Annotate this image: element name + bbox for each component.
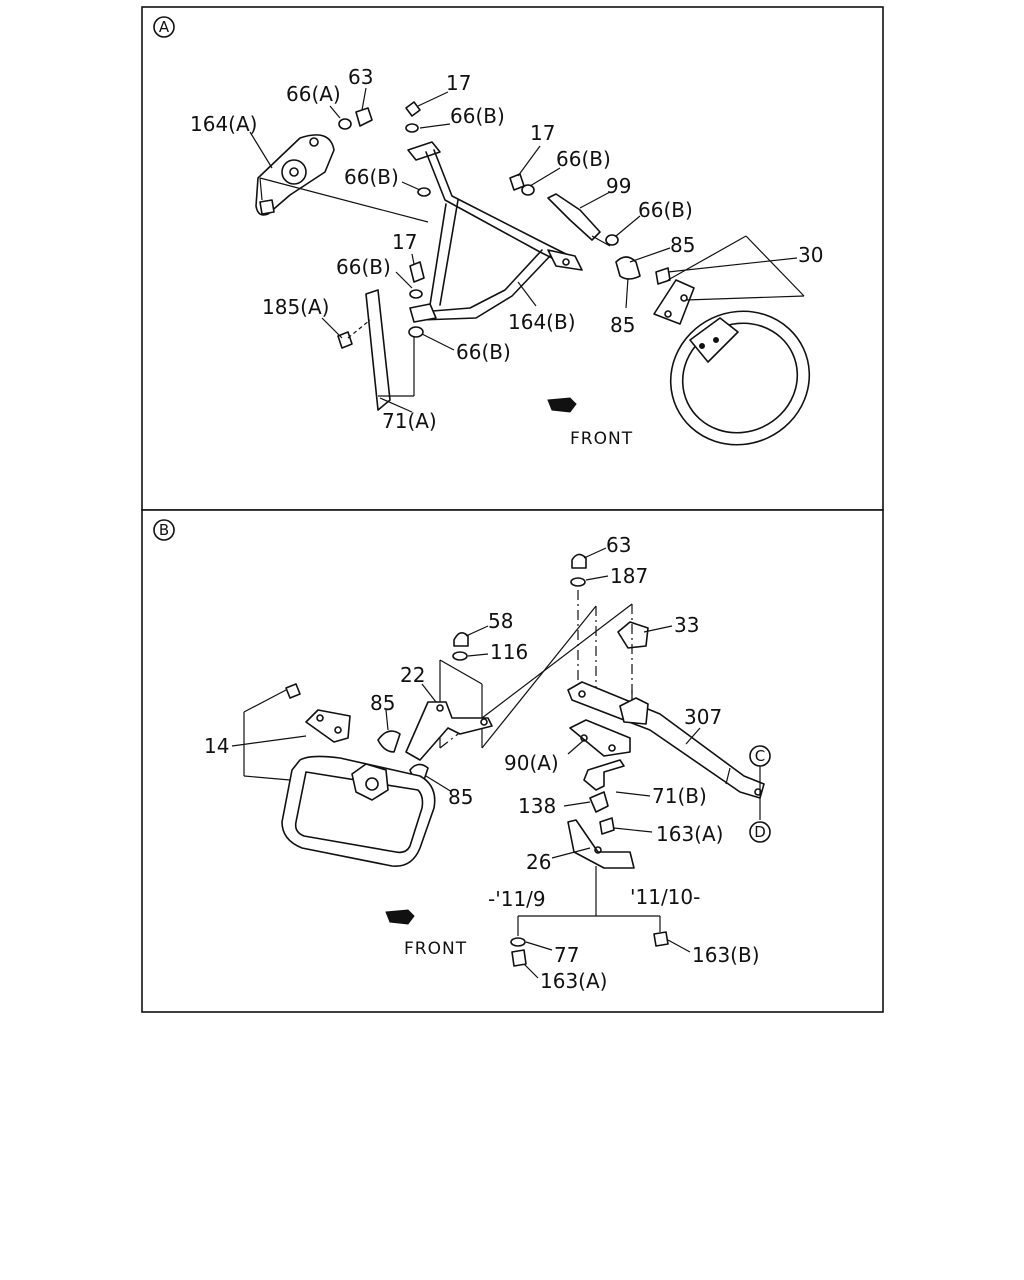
marker-c: C [755,747,765,765]
washer-66b-2 [521,184,535,196]
mirror-bracket [653,279,695,325]
label-30: 30 [798,243,823,267]
front-arrow-icon-a [547,397,577,413]
label-99: 99 [606,174,631,198]
label-33: 33 [674,613,699,637]
nut-63-b [571,553,587,569]
label-date-1: -'11/9 [488,887,546,911]
marker-d: D [754,823,766,841]
label-163a-2: 163(A) [540,969,607,993]
label-66b-3: 66(B) [344,165,399,189]
label-77: 77 [554,943,579,967]
nut-58 [453,632,469,647]
nut-163a-1 [599,817,615,835]
nut-163b [653,931,669,947]
label-116: 116 [490,640,528,664]
label-90a: 90(A) [504,751,559,775]
label-17-c: 17 [392,230,417,254]
bolt-185a [337,331,353,349]
label-71a: 71(A) [382,409,437,433]
label-63-b: 63 [606,533,631,557]
washer-66b-3 [417,187,431,197]
panel-a-front-label: FRONT [570,429,633,449]
label-17-a: 17 [446,71,471,95]
washer-77 [510,937,526,947]
nut-17-b [509,173,525,191]
nut-17-a [405,101,421,117]
label-66b-2: 66(B) [556,147,611,171]
label-163b: 163(B) [692,943,760,967]
part-99 [547,193,601,241]
panel-b-marker: B [159,521,169,539]
bracket-164b-drawing [407,141,583,323]
stay-307-drawing [567,681,765,799]
label-58: 58 [488,609,513,633]
panel-a: A [141,6,884,511]
label-164b: 164(B) [508,310,576,334]
cap-33 [617,621,649,649]
label-66b-1: 66(B) [450,104,505,128]
cover-26 [567,819,635,869]
screw-a [655,267,671,285]
label-164a: 164(A) [190,112,257,136]
nut-17-c [409,261,425,283]
label-138: 138 [518,794,556,818]
label-17-b: 17 [530,121,555,145]
label-date-2: '11/10- [630,885,700,909]
label-71b: 71(B) [652,784,707,808]
label-66b-5: 66(B) [336,255,391,279]
panel-a-marker-circle [153,16,175,38]
label-85-c: 85 [370,691,395,715]
bracket-22-drawing [405,701,493,761]
mirror-14-drawing [243,683,436,867]
label-66b-4: 66(B) [638,198,693,222]
label-66a: 66(A) [286,82,341,106]
marker-d-circle [749,821,771,843]
label-85-a: 85 [670,233,695,257]
panel-b-frame [141,509,884,1013]
washer-66a [338,118,352,130]
cap-85-c [377,730,401,753]
label-63: 63 [348,65,373,89]
washer-66b-6 [408,326,424,338]
stay-71a [365,289,391,411]
label-187: 187 [610,564,648,588]
mirror-30-drawing [667,235,811,446]
label-14: 14 [204,734,229,758]
label-307: 307 [684,705,722,729]
bracket-164a-drawing [255,134,429,223]
panel-b-front-label: FRONT [404,939,467,959]
washer-116 [452,651,468,661]
label-26: 26 [526,850,551,874]
part-138 [589,791,609,813]
label-185a: 185(A) [262,295,329,319]
label-22: 22 [400,663,425,687]
label-85-d: 85 [448,785,473,809]
panel-b: B [141,509,884,1013]
panel-b-marker-circle [153,519,175,541]
nut-63 [355,107,373,127]
washer-66b-1 [405,123,419,133]
nut-163a-2 [511,949,527,967]
washer-66b-4 [605,234,619,246]
cap-85-a [615,256,641,280]
stay-71b [583,759,625,791]
washer-187 [570,577,586,587]
label-66b-6: 66(B) [456,340,511,364]
label-163a-1: 163(A) [656,822,723,846]
washer-66b-5 [409,289,423,299]
label-85-b: 85 [610,313,635,337]
front-arrow-icon-b [385,909,415,925]
panel-a-marker: A [159,18,170,36]
